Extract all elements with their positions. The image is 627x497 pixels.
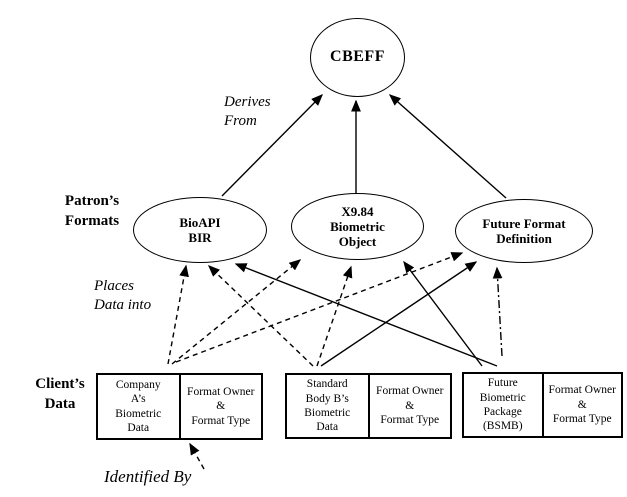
node-bioapi-bir: BioAPI BIR — [133, 197, 267, 263]
box-standard-body-b-format-cell: Format Owner & Format Type — [367, 375, 451, 437]
box-future-package-format-cell: Format Owner & Format Type — [541, 374, 622, 436]
clients-data-label: Client’s Data — [35, 376, 85, 412]
box-company-a-format-cell: Format Owner & Format Type — [178, 375, 262, 438]
edge-standardB-to-bioapi — [207, 265, 314, 367]
derives-from-label: Derives From — [224, 94, 271, 129]
edge-futurePkg-to-x984 — [403, 260, 483, 367]
box-standard-body-b-data-cell: Standard Body B’s Biometric Data — [304, 378, 351, 434]
edge-companyA-to-x984 — [171, 259, 302, 365]
patrons-formats-label: Patron’s Formats — [64, 193, 120, 229]
node-x984-label: X9.84 Biometric Object — [330, 203, 385, 250]
edge-futurePkg-to-future — [492, 266, 503, 357]
edge-standardB-to-x984 — [316, 265, 353, 367]
node-x984-biometric-object: X9.84 Biometric Object — [291, 193, 424, 260]
node-cbeff-label: CBEFF — [330, 48, 385, 66]
identified-by-label: Identified By — [104, 467, 192, 486]
box-company-a-data-cell: Company A’s Biometric Data — [115, 378, 162, 434]
edge-identified-by-arrow — [189, 442, 205, 470]
box-future-package-data-cell: Future Biometric Package (BSMB) — [479, 377, 526, 433]
places-data-into-label: Places Data into — [94, 278, 152, 313]
node-cbeff: CBEFF — [310, 18, 405, 97]
node-future-format-label: Future Format Definition — [482, 215, 566, 246]
node-bioapi-bir-label: BioAPI BIR — [179, 214, 221, 245]
box-standard-body-b: Standard Body B’s Biometric Data Format … — [285, 373, 452, 439]
edge-futurePkg-to-bioapi — [234, 263, 498, 367]
box-future-biometric-package: Future Biometric Package (BSMB) Format O… — [462, 372, 623, 438]
box-company-a: Company A’s Biometric Data Format Owner … — [96, 373, 263, 440]
edge-future-to-cbeff — [388, 94, 507, 199]
node-future-format-definition: Future Format Definition — [455, 199, 593, 263]
edge-companyA-to-future — [175, 252, 464, 363]
edge-companyA-to-bioapi — [167, 264, 189, 365]
edge-standardB-to-future — [320, 261, 478, 367]
